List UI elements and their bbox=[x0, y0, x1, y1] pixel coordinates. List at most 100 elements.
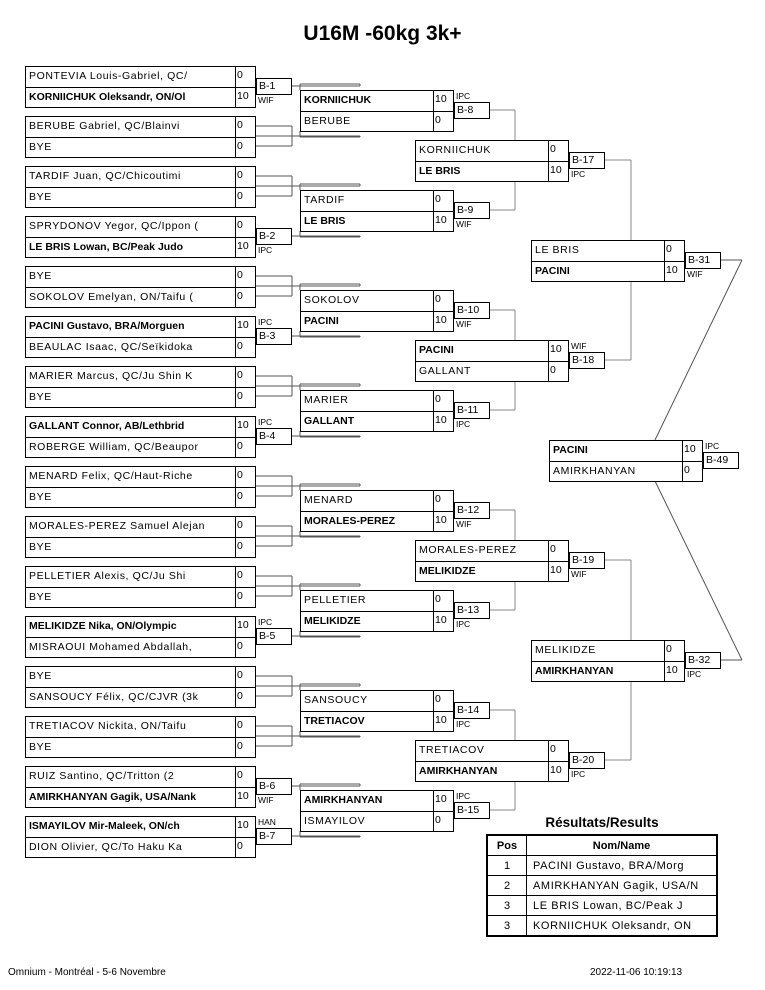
win-type-tag: IPC bbox=[687, 669, 702, 679]
win-type-tag: WIF bbox=[456, 219, 472, 229]
competitor-score: 0 bbox=[548, 141, 568, 161]
competitor-score: 0 bbox=[682, 462, 702, 481]
competitor-score: 0 bbox=[433, 691, 453, 711]
competitor-name: BYE bbox=[29, 541, 52, 553]
bout-number: B-3 bbox=[256, 328, 292, 345]
competitor-row: SPRYDONOV Yegor, QC/Ippon (0 bbox=[26, 217, 255, 237]
competitor-name: AMIRKHANYAN bbox=[553, 465, 636, 477]
competitor-score: 0 bbox=[235, 467, 255, 487]
results-pos: 3 bbox=[486, 915, 527, 937]
competitor-name: KORNIICHUK Oleksandr, ON/Ol bbox=[29, 91, 186, 103]
competitor-name: MARIER bbox=[304, 394, 349, 406]
competitor-score: 10 bbox=[235, 88, 255, 107]
competitor-score: 0 bbox=[235, 717, 255, 737]
competitor-name: RUIZ Santino, QC/Tritton (2 bbox=[29, 770, 175, 782]
competitor-name: TRETIACOV bbox=[419, 744, 485, 756]
bout-number: B-32 bbox=[685, 652, 721, 669]
win-type-tag: IPC bbox=[456, 419, 471, 429]
competitor-score: 10 bbox=[235, 317, 255, 337]
competitor-name: MELIKIDZE bbox=[304, 615, 361, 627]
competitor-name: PELLETIER Alexis, QC/Ju Shi bbox=[29, 570, 186, 582]
connector bbox=[654, 259, 743, 441]
competitor-score: 10 bbox=[433, 791, 453, 811]
competitor-name: PACINI bbox=[553, 444, 588, 456]
results-row: 3 LE BRIS Lowan, BC/Peak J bbox=[486, 895, 718, 916]
results-header-pos: Pos bbox=[486, 834, 527, 856]
win-type-tag: WIF bbox=[456, 319, 472, 329]
competitor-score: 10 bbox=[433, 412, 453, 431]
bout-number: B-4 bbox=[256, 428, 292, 445]
competitor-score: 0 bbox=[235, 567, 255, 587]
competitor-score: 10 bbox=[548, 562, 568, 581]
results-pos: 2 bbox=[486, 875, 527, 896]
win-type-tag: IPC bbox=[571, 769, 586, 779]
competitor-score: 10 bbox=[235, 817, 255, 837]
competitor-score: 0 bbox=[235, 488, 255, 507]
competitor-score: 10 bbox=[548, 162, 568, 181]
win-type-tag: IPC bbox=[258, 317, 273, 327]
competitor-name: TRETIACOV Nickita, ON/Taifu bbox=[29, 720, 187, 732]
win-type-tag: IPC bbox=[456, 91, 471, 101]
competitor-name: MARIER Marcus, QC/Ju Shin K bbox=[29, 370, 193, 382]
win-type-tag: IPC bbox=[258, 617, 273, 627]
competitor-score: 10 bbox=[235, 417, 255, 437]
competitor-score: 0 bbox=[433, 391, 453, 411]
competitor-name: MISRAOUI Mohamed Abdallah, bbox=[29, 641, 193, 653]
win-type-tag: IPC bbox=[705, 441, 720, 451]
results-row: 1 PACINI Gustavo, BRA/Morg bbox=[486, 855, 718, 876]
results-name: AMIRKHANYAN Gagik, USA/N bbox=[526, 875, 718, 896]
bout-number: B-15 bbox=[454, 802, 490, 819]
competitor-name: BYE bbox=[29, 270, 52, 282]
competitor-name: LE BRIS bbox=[535, 244, 580, 256]
competitor-score: 10 bbox=[433, 91, 453, 111]
competitor-row: TRETIACOV Nickita, ON/Taifu 0 bbox=[26, 717, 255, 737]
competitor-name: SANSOUCY Félix, QC/CJVR (3k bbox=[29, 691, 199, 703]
win-type-tag: IPC bbox=[456, 619, 471, 629]
competitor-score: 10 bbox=[235, 617, 255, 637]
competitor-score: 0 bbox=[235, 538, 255, 557]
win-type-tag: IPC bbox=[571, 169, 586, 179]
competitor-name: AMIRKHANYAN bbox=[535, 665, 614, 677]
competitor-name: BYE bbox=[29, 141, 52, 153]
results-header-row: Pos Nom/Name bbox=[486, 834, 718, 856]
footer-timestamp: 2022-11-06 10:19:13 bbox=[590, 967, 683, 978]
competitor-name: TRETIACOV bbox=[304, 715, 365, 727]
bout-number: B-10 bbox=[454, 302, 490, 319]
competitor-score: 0 bbox=[235, 67, 255, 87]
bout-number: B-5 bbox=[256, 628, 292, 645]
competitor-score: 10 bbox=[433, 312, 453, 331]
results-title: Résultats/Results bbox=[545, 815, 659, 830]
competitor-score: 0 bbox=[433, 191, 453, 211]
competitor-score: 10 bbox=[433, 212, 453, 231]
competitor-name: TARDIF Juan, QC/Chicoutimi bbox=[29, 170, 181, 182]
competitor-name: PACINI Gustavo, BRA/Morguen bbox=[29, 320, 185, 332]
bout-number: B-19 bbox=[569, 552, 605, 569]
competitor-row: PELLETIER Alexis, QC/Ju Shi 0 bbox=[26, 567, 255, 587]
competitor-score: 10 bbox=[548, 762, 568, 781]
results-name: LE BRIS Lowan, BC/Peak J bbox=[526, 895, 718, 916]
